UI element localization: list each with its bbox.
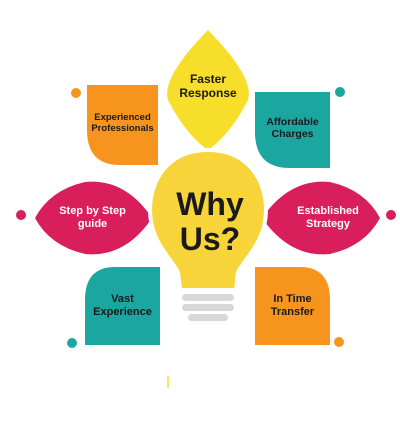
label-step-by-step: Step by Step guide [59,205,126,230]
dot-top-right [335,87,345,97]
petal-established-strategy [262,181,380,255]
lightbulb-icon [147,147,269,321]
dot-left [16,210,26,220]
dot-bottom-left [67,338,77,348]
petal-step-by-step [35,181,152,255]
petal-affordable-charges [255,92,330,168]
label-affordable-charges: Affordable Charges [266,115,319,140]
label-faster-response: Faster Response [179,72,237,100]
center-title-line2: Us? [179,221,241,257]
label-vast-experience: Vast Experience [93,293,152,318]
petal-vast-experience [85,267,160,345]
dot-right [386,210,396,220]
dot-top-left [71,88,81,98]
petal-faster-response [167,30,249,150]
center-title: Why Us? [160,182,260,262]
label-established-strategy: Established Strategy [297,205,359,230]
label-in-time-transfer: In Time Transfer [270,293,315,318]
center-title-line1: Why [176,185,244,222]
petal-experienced-professionals [87,85,158,165]
petal-in-time-transfer [255,267,330,345]
dot-bottom-right [334,337,344,347]
label-experienced-professionals: Experienced Professionals [91,112,154,134]
